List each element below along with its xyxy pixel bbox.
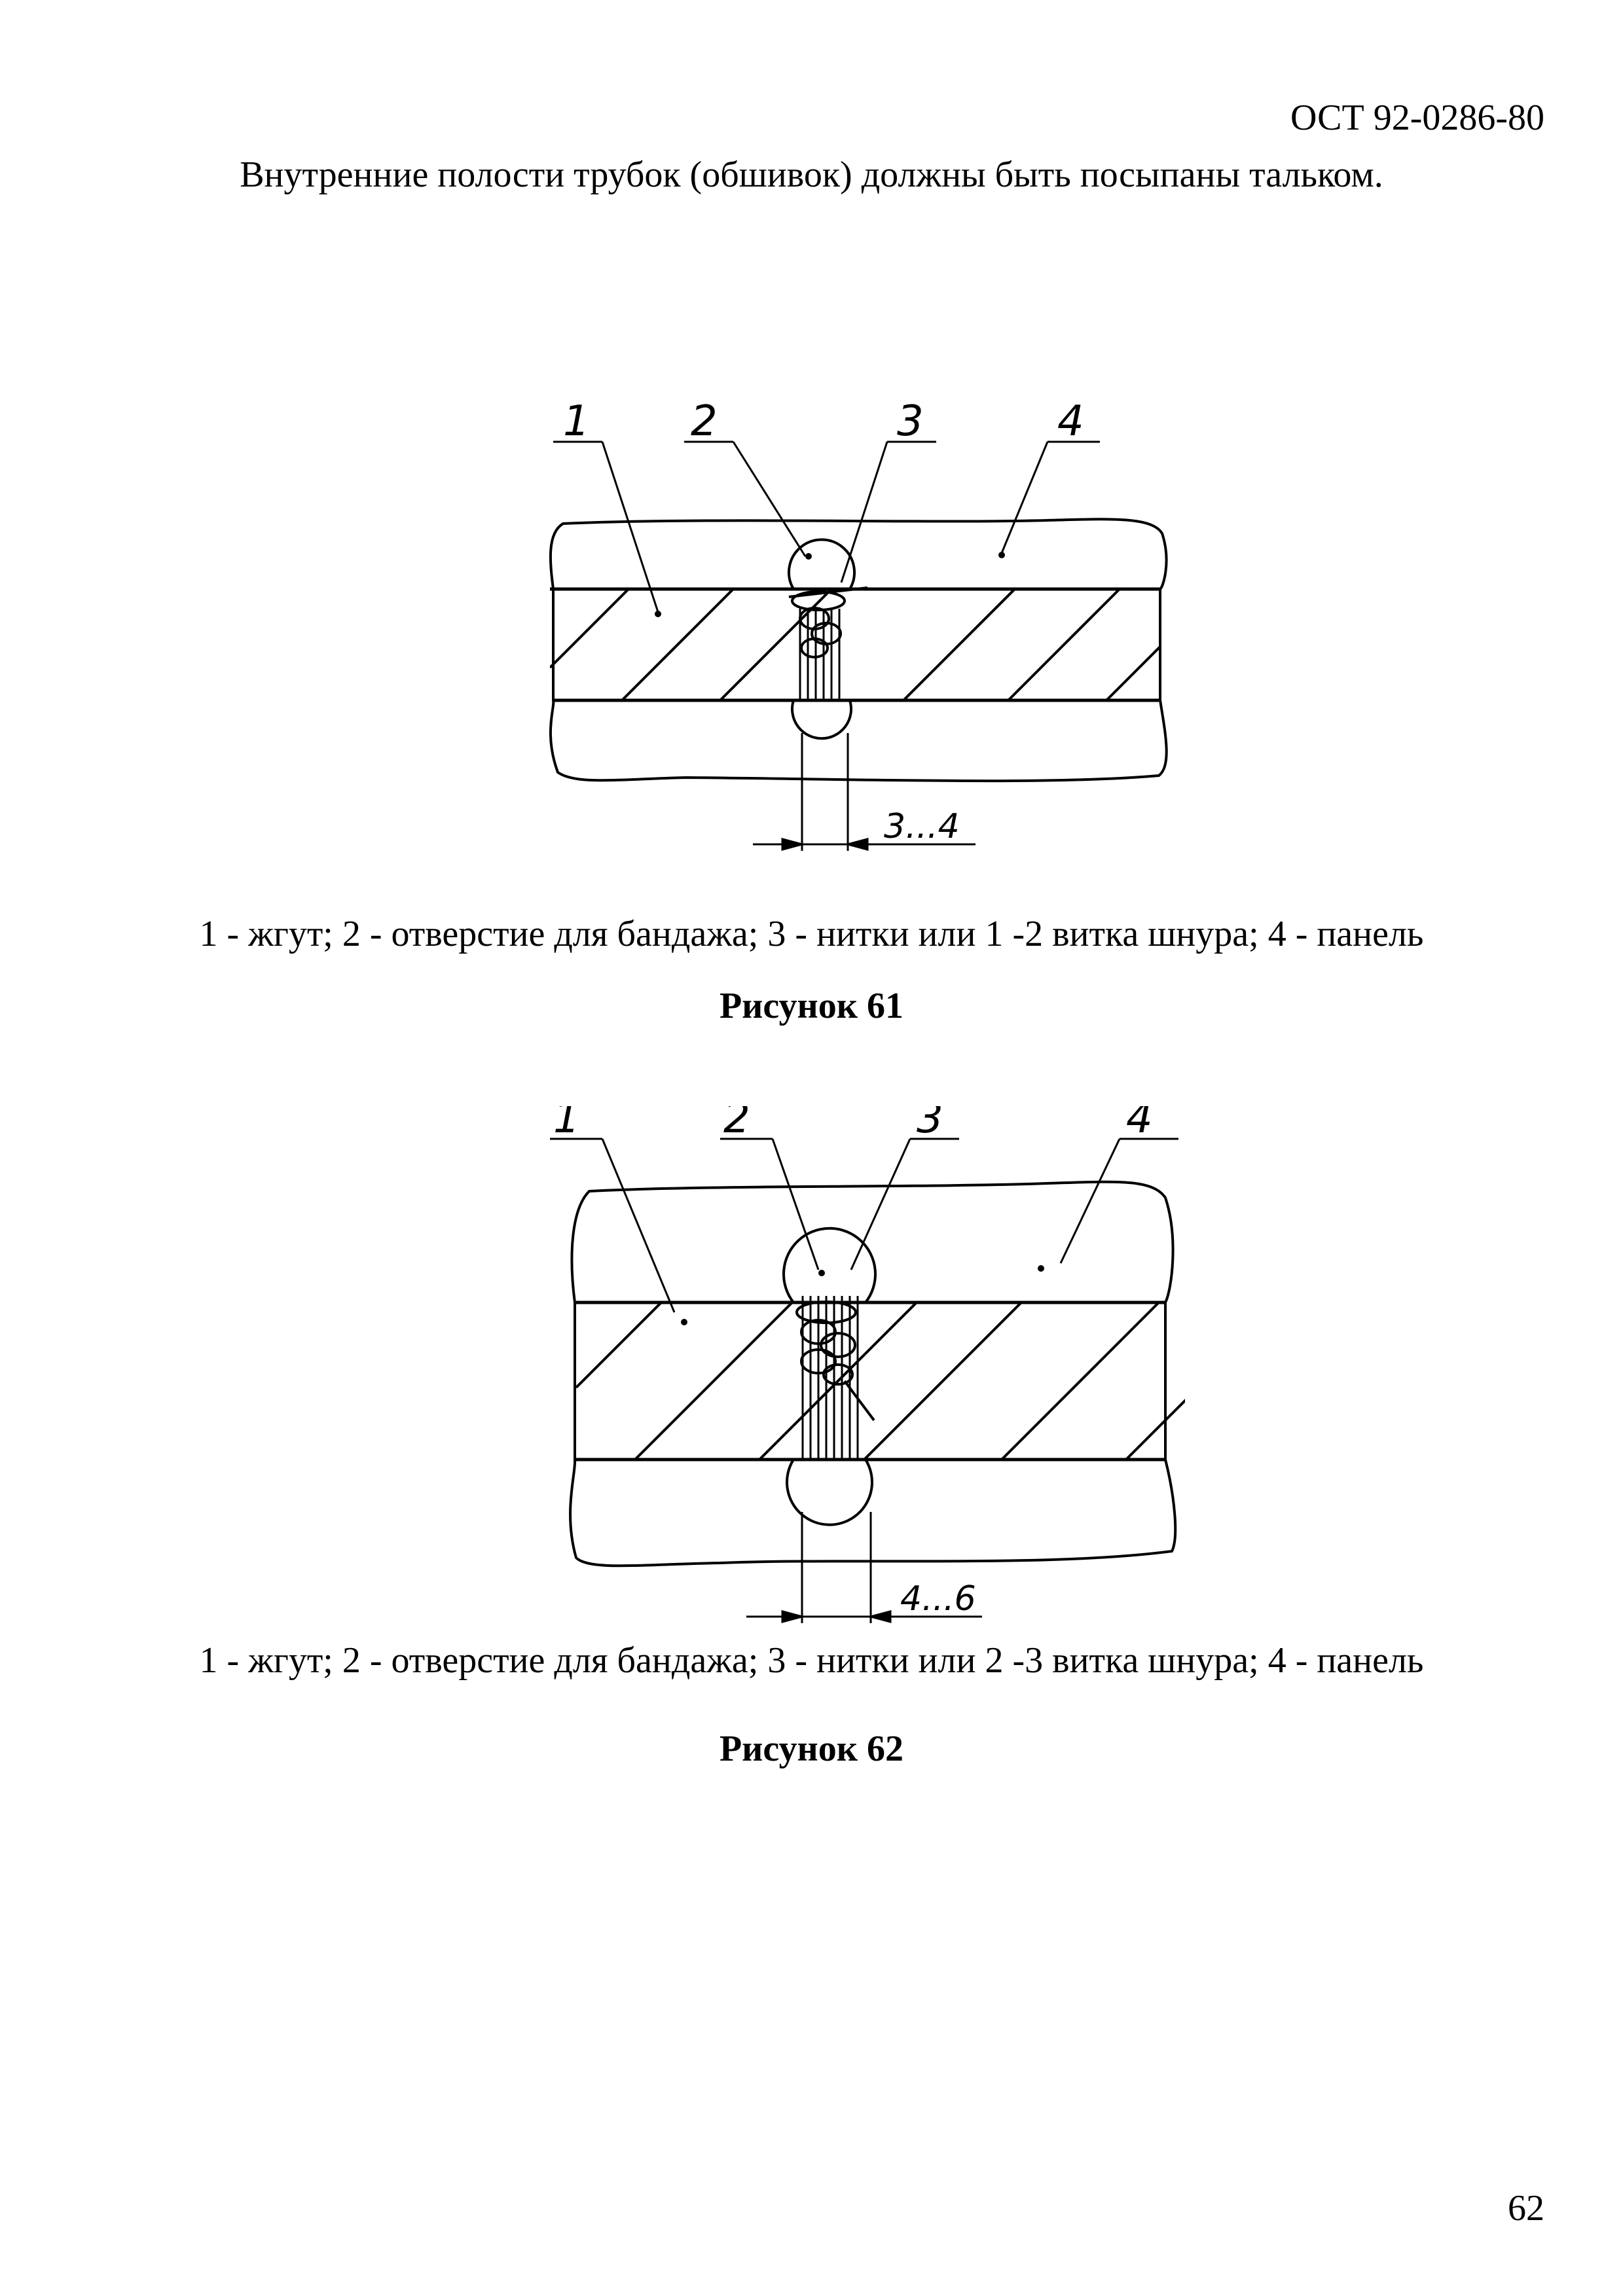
hole-bottom	[791, 700, 852, 740]
intro-paragraph: Внутренние полости трубок (обшивок) долж…	[240, 154, 1383, 195]
hole-top	[782, 1227, 877, 1304]
label-2: 2	[691, 397, 718, 446]
dimension-label: 4...6	[900, 1579, 976, 1619]
binding-loops	[788, 586, 868, 658]
figure-61-drawing: 1 2 3 4 3...4	[549, 397, 1168, 851]
panel-outline	[569, 1180, 1177, 1568]
figure-61-caption: Рисунок 61	[719, 986, 904, 1026]
binding-loops	[795, 1300, 875, 1422]
stripe-hatching	[576, 1302, 1185, 1460]
dimension-label: 3...4	[884, 807, 960, 846]
figure-62-drawing: 1 2 3 4 4...6	[550, 1106, 1185, 1623]
label-3: 3	[917, 1106, 943, 1143]
dimension	[746, 1512, 982, 1623]
figure-61: 1 2 3 4 3...4	[0, 393, 1623, 864]
label-4: 4	[1126, 1106, 1153, 1143]
figure-62: 1 2 3 4 4...6	[0, 1106, 1623, 1630]
label-4: 4	[1057, 397, 1084, 446]
dimension	[753, 733, 976, 851]
label-1: 1	[553, 1106, 580, 1143]
page-number: 62	[1508, 2188, 1544, 2229]
stripe-hatching	[550, 589, 1159, 700]
document-code: ОСТ 92-0286-80	[1290, 98, 1544, 138]
leader-lines	[550, 1138, 1178, 1313]
label-2: 2	[723, 1106, 750, 1143]
leader-lines	[553, 440, 1100, 613]
hole-top	[788, 538, 856, 590]
figure-62-legend: 1 - жгут; 2 - отверстие для бандажа; 3 -…	[199, 1640, 1424, 1681]
figure-61-legend: 1 - жгут; 2 - отверстие для бандажа; 3 -…	[199, 914, 1424, 954]
label-1: 1	[563, 397, 590, 446]
label-3: 3	[897, 397, 924, 446]
figure-62-caption: Рисунок 62	[719, 1729, 904, 1769]
panel-outline	[549, 518, 1168, 783]
hole-bottom	[786, 1458, 873, 1526]
